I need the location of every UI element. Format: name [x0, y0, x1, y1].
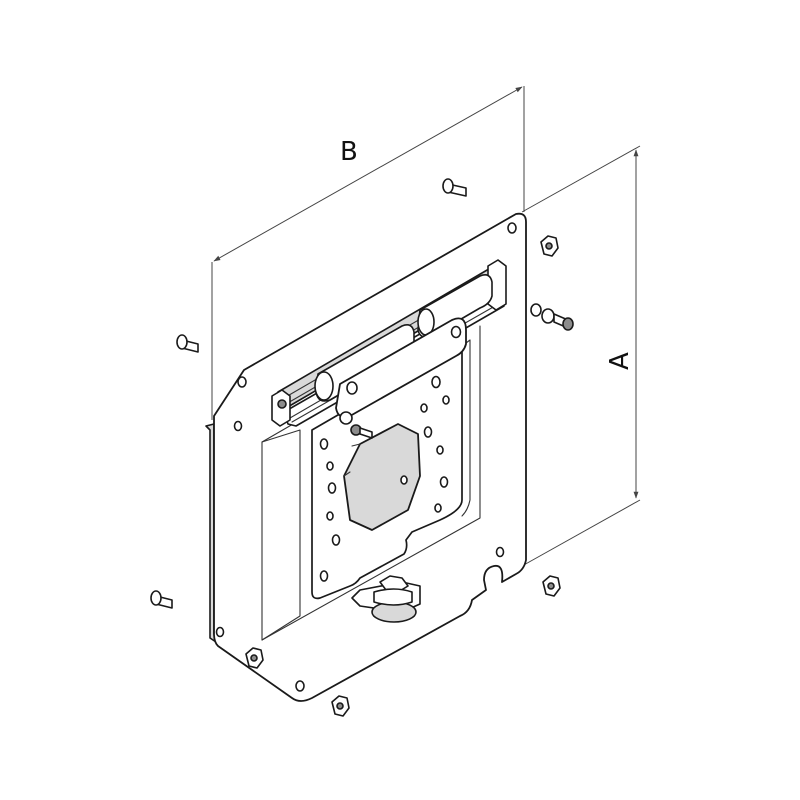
hinge-link-hole-right	[450, 325, 462, 339]
nut-bottom-left	[245, 647, 264, 669]
back-plate-recess	[261, 429, 301, 641]
dimension-b-label: B	[340, 137, 358, 167]
bracket-hole	[434, 503, 442, 513]
bracket-hole	[319, 570, 329, 582]
nut-hole	[250, 654, 258, 662]
dimension-b-line	[213, 86, 523, 262]
plate-hole-mid-left	[233, 420, 243, 432]
bracket-hole	[326, 461, 334, 471]
screw-top	[442, 178, 467, 197]
dimension-a-extension-top	[521, 145, 641, 213]
bracket-hole	[400, 475, 408, 485]
bracket-hole	[420, 403, 428, 413]
dimension-a: A	[521, 145, 641, 567]
dimension-a-label: A	[605, 352, 635, 370]
bracket-hole	[439, 476, 449, 488]
nut-bottom-right	[542, 575, 561, 597]
bracket-hole	[436, 445, 444, 455]
nut-bottom-center	[331, 695, 350, 717]
bracket-hole	[326, 511, 334, 521]
bottom-clamp	[351, 575, 421, 623]
bracket-hole	[442, 395, 450, 405]
dimension-a-extension-bottom	[521, 499, 641, 567]
octagon-cutout	[343, 423, 421, 531]
center-screw	[350, 424, 373, 439]
screw-left-head	[176, 334, 188, 350]
plate-hole-bottom-right	[495, 546, 505, 558]
nut-hole	[545, 242, 553, 250]
screw-right-washer-2	[541, 308, 555, 324]
screw-bottom-left	[150, 590, 173, 609]
plate-hole-top-right	[507, 222, 517, 234]
octagon-cutout-inner	[343, 443, 361, 477]
hinge-barrel-left-end	[314, 371, 334, 401]
bracket-hole	[331, 534, 341, 546]
nut-hole	[547, 582, 555, 590]
plate-hole-bottom-mid	[295, 680, 305, 692]
screw-top-head	[442, 178, 454, 194]
bracket-hole	[319, 438, 329, 450]
screw-right-washer	[530, 303, 542, 317]
bracket-hole	[327, 482, 337, 494]
screw-bottom-left-head	[150, 590, 162, 606]
plate-hole-top-left	[237, 376, 247, 388]
screw-right	[530, 303, 574, 331]
hinge-pivot-pin	[339, 411, 353, 425]
screw-left	[176, 334, 199, 353]
nut-hole	[336, 702, 344, 710]
dimension-b: B	[211, 86, 525, 420]
screw-right-head	[562, 317, 574, 331]
hinge-rail-end-screw-left	[277, 399, 287, 409]
nut-top-right	[540, 235, 559, 257]
hinge-rail	[271, 259, 507, 427]
bottom-clamp-washer	[373, 588, 413, 606]
center-screw-shank	[359, 427, 373, 439]
bracket-holes	[319, 375, 450, 582]
bracket-hole	[423, 426, 433, 438]
hinge-link-hole-left	[346, 381, 358, 395]
plate-hole-bottom-left	[215, 626, 225, 638]
inner-bracket-side	[461, 339, 471, 517]
bracket-hole	[431, 375, 441, 389]
